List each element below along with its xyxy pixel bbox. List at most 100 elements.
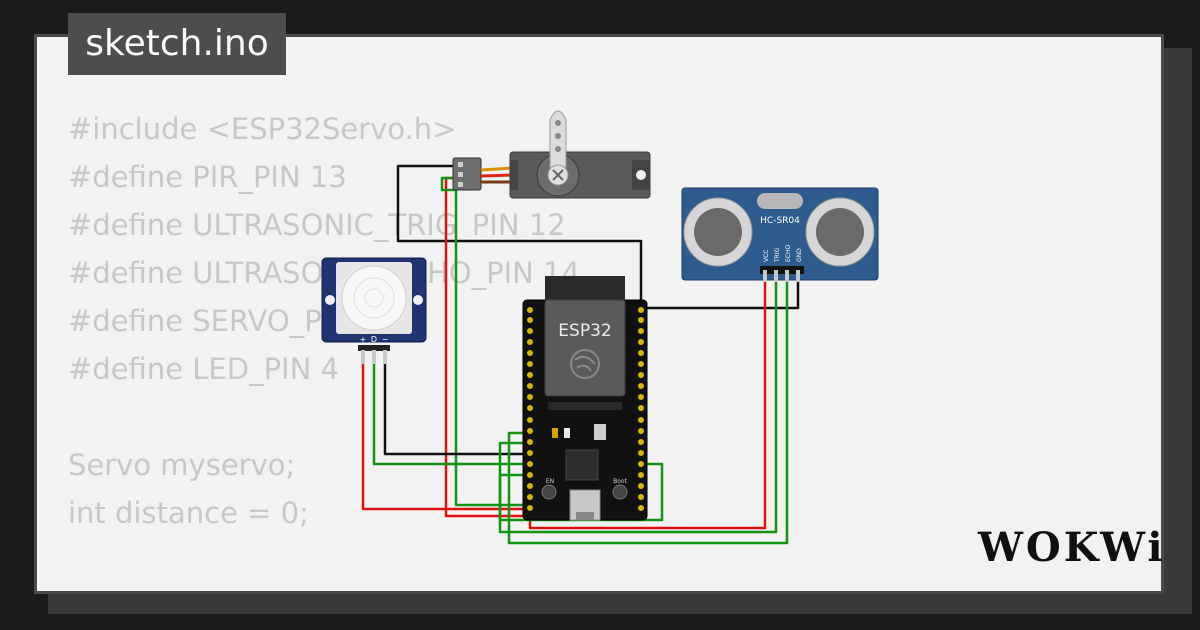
espressif-logo-icon [570, 349, 600, 379]
usb-uart-chip [565, 449, 599, 481]
usb-port-opening [576, 512, 594, 520]
pin [638, 461, 644, 467]
pin [638, 350, 644, 356]
servo-wire-orange [480, 166, 513, 172]
pin [527, 317, 533, 323]
servo-horn-hole [555, 120, 561, 126]
pin [638, 383, 644, 389]
servo-pin-hole [458, 182, 463, 187]
wire-red-pir-vcc [361, 362, 530, 511]
en-button[interactable] [541, 484, 557, 500]
pin [638, 317, 644, 323]
pir-pin [383, 350, 387, 364]
servo-motor[interactable] [452, 110, 651, 199]
sonar-pin [774, 270, 778, 282]
pin [527, 494, 533, 500]
file-tab[interactable]: sketch.ino [68, 13, 286, 75]
sonar-header [760, 266, 804, 274]
pin [638, 372, 644, 378]
esp32-right-pins [638, 307, 644, 511]
pin [527, 461, 533, 467]
pin [638, 328, 644, 334]
sonar-pin [785, 270, 789, 282]
pin [527, 307, 533, 313]
pin [638, 483, 644, 489]
pin [527, 439, 533, 445]
servo-pin-hole [458, 172, 463, 177]
pin [638, 494, 644, 500]
wire-red-servo-vcc [444, 176, 532, 518]
pin [638, 361, 644, 367]
sonar-pin-label: GND [796, 248, 803, 262]
pir-mount-hole [413, 295, 423, 305]
code-line: #define PIR_PIN 13 [68, 160, 347, 194]
wire-black-pir-gnd [383, 362, 530, 456]
pin [527, 383, 533, 389]
servo-horn [549, 110, 567, 171]
ultrasonic-sensor[interactable]: HC-SR04 VCC TRIG ECHO GND [681, 187, 879, 282]
pin [527, 361, 533, 367]
pin [638, 505, 644, 511]
esp32-antenna [545, 276, 625, 304]
pir-mount-hole [325, 295, 335, 305]
wire-black-sonar-gnd [641, 272, 800, 310]
esp32-board[interactable]: ESP32 [522, 276, 648, 521]
servo-wire-red [480, 173, 513, 178]
pir-header [358, 345, 390, 351]
servo-body [509, 151, 651, 199]
espressif-logo-curve [574, 355, 596, 372]
pin [638, 417, 644, 423]
pin [527, 450, 533, 456]
wire-green-sonar-echo [507, 272, 789, 545]
transducer-mesh [816, 208, 864, 256]
pir-dome [341, 265, 407, 331]
boot-label: Boot [613, 478, 627, 485]
pir-pin [361, 350, 365, 364]
servo-horn-hole [555, 133, 561, 139]
pin [638, 405, 644, 411]
smd-component [564, 428, 570, 438]
wire-green-pir-data [372, 362, 530, 466]
pin [527, 505, 533, 511]
pin [638, 472, 644, 478]
pir-dome-ring [364, 288, 384, 308]
pir-pin-label: D [371, 335, 377, 344]
pin [638, 307, 644, 313]
pir-pin-label: + [360, 335, 367, 344]
servo-mount-hole [636, 170, 646, 180]
esp32-module [544, 299, 626, 397]
pin [638, 450, 644, 456]
code-line: #define ULTRASONIC_ECHO_PIN 14 [68, 256, 580, 290]
regulator [594, 424, 606, 440]
pir-sensor[interactable]: + D − [321, 257, 427, 364]
pin [527, 417, 533, 423]
pin [527, 394, 533, 400]
sonar-label: HC-SR04 [760, 216, 800, 226]
sonar-pin-label: ECHO [785, 245, 792, 262]
esp32-label: ESP32 [558, 321, 611, 341]
pin [527, 483, 533, 489]
pin [638, 339, 644, 345]
pin [638, 394, 644, 400]
pir-pin-label: − [382, 335, 389, 344]
pir-pin [372, 350, 376, 364]
pin [527, 472, 533, 478]
wire-green-servo-signal [440, 176, 530, 507]
code-line: Servo myservo; [68, 448, 296, 482]
sonar-pin [796, 270, 800, 282]
sonar-pin-label: VCC [763, 250, 770, 262]
transducer-mesh [694, 208, 742, 256]
code-line: #define LED_PIN 4 [68, 352, 339, 386]
wire-black-servo-gnd [396, 164, 643, 310]
servo-pin-hole [458, 162, 463, 167]
pin [638, 439, 644, 445]
code-line: int distance = 0; [68, 496, 309, 530]
code-line: #define ULTRASONIC_TRIG_PIN 12 [68, 208, 566, 242]
pin [527, 339, 533, 345]
pin [527, 428, 533, 434]
screw-icon [552, 169, 564, 181]
boot-button[interactable] [612, 484, 628, 500]
code-line: #include <ESP32Servo.h> [68, 112, 457, 146]
en-label: EN [546, 478, 554, 485]
